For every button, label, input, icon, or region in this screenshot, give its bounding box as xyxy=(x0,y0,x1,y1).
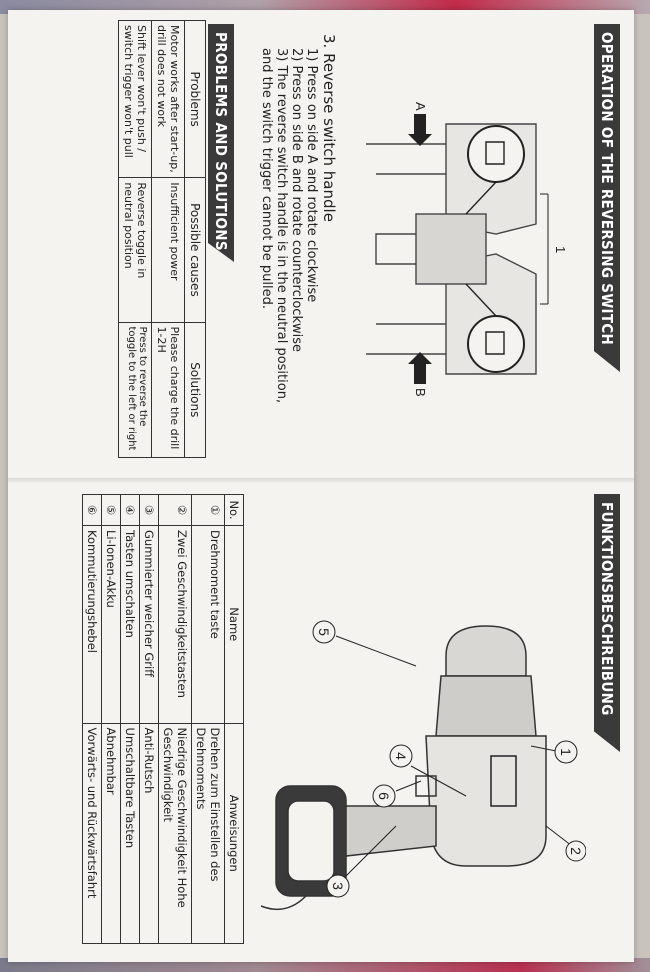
instruction-cell: Drehen zum Einstellen des Drehmoments xyxy=(191,723,225,944)
step-heading: 3. Reverse switch handle xyxy=(320,34,338,222)
name-cell: Gummierter weicher Griff xyxy=(139,525,159,724)
step-2: 2) Press on side B and rotate counterclo… xyxy=(289,48,304,352)
reversing-switch-panel: OPERATION OF THE REVERSING SWITCH A B 1 … xyxy=(12,14,626,472)
name-cell: Li-Ionen-Akku xyxy=(101,525,121,724)
arrow-a-icon xyxy=(408,114,432,146)
callout-2: 2 xyxy=(568,847,584,855)
label-one: 1 xyxy=(553,246,568,253)
table-row: ① Drehmoment taste Drehen zum Einstellen… xyxy=(191,494,225,944)
reversing-switch-title: OPERATION OF THE REVERSING SWITCH xyxy=(594,24,620,372)
table-row: Motor works after start-up, drill does n… xyxy=(151,20,185,458)
table-row: ④ Tasten umschalten Umschaltbare Tasten xyxy=(120,494,140,944)
label-b: B xyxy=(413,388,428,397)
step-1: 1) Press on side A and rotate clockwise xyxy=(304,48,319,303)
drill-diagram: 1 2 3 4 5 6 xyxy=(260,620,586,911)
callout-1: 1 xyxy=(558,748,574,756)
page-fold xyxy=(8,478,634,484)
funktionsbeschreibung-panel: FUNKTIONSBESCHREIBUNG 1 2 3 xyxy=(12,486,626,956)
causes-header: Possible causes xyxy=(184,177,206,323)
solution-cell: Please charge the drill 1-2H xyxy=(151,322,185,458)
number-cell: ⑤ xyxy=(101,494,121,526)
solution-cell: Press to reverse the toggle to the left … xyxy=(118,322,152,458)
table-row: ⑥ Kommutierungshebel Vorwärts- und Rückw… xyxy=(82,494,102,944)
callout-4: 4 xyxy=(393,752,409,760)
name-cell: Drehmoment taste xyxy=(191,525,225,724)
problems-header: Problems xyxy=(184,20,206,178)
table-row: ② Zwei Geschwindigkeitstasten Niedrige G… xyxy=(158,494,192,944)
reverse-switch-steps: 3. Reverse switch handle 1) Press on sid… xyxy=(259,34,338,454)
instruction-cell: Umschaltbare Tasten xyxy=(120,723,140,944)
instruction-cell: Niedrige Geschwindigkeit Hohe Geschwindi… xyxy=(158,723,192,944)
instruction-cell: Vorwärts- und Rückwärtsfahrt xyxy=(82,723,102,944)
callout-6: 6 xyxy=(376,792,392,800)
problems-solutions-title: PROBLEMS AND SOLUTIONS xyxy=(208,24,234,262)
callout-3: 3 xyxy=(330,882,346,890)
funktionsbeschreibung-title: FUNKTIONSBESCHREIBUNG xyxy=(594,494,620,752)
step-3-cont: and the switch trigger cannot be pulled. xyxy=(259,48,274,309)
step-3: 3) The reverse switch handle is in the n… xyxy=(274,48,289,404)
solutions-header: Solutions xyxy=(184,322,206,458)
callout-5: 5 xyxy=(316,628,332,636)
number-cell: ① xyxy=(191,494,225,526)
function-table: No. Name Anweisungen ① Drehmoment taste … xyxy=(82,494,244,944)
name-header: Name xyxy=(224,525,244,724)
instruction-cell: Abnehmbar xyxy=(101,723,121,944)
name-cell: Zwei Geschwindigkeitstasten xyxy=(158,525,192,724)
reverse-switch-illustration: A B 1 xyxy=(366,102,568,397)
name-cell: Tasten umschalten xyxy=(120,525,140,724)
number-cell: ② xyxy=(158,494,192,526)
arrow-b-icon xyxy=(408,352,432,384)
table-row: ⑤ Li-Ionen-Akku Abnehmbar xyxy=(101,494,121,944)
table-row: ③ Gummierter weicher Griff Anti-Rutsch xyxy=(139,494,159,944)
instructions-header: Anweisungen xyxy=(224,723,244,944)
table-row: Shift lever won't push / switch trigger … xyxy=(118,20,152,458)
name-cell: Kommutierungshebel xyxy=(82,525,102,724)
no-header: No. xyxy=(224,494,244,526)
number-cell: ③ xyxy=(139,494,159,526)
label-a: A xyxy=(413,102,428,111)
number-cell: ⑥ xyxy=(82,494,102,526)
cause-cell: Reverse toggle in neutral position xyxy=(118,177,152,323)
number-cell: ④ xyxy=(120,494,140,526)
instruction-cell: Anti-Rutsch xyxy=(139,723,159,944)
problems-table: Problems Possible causes Solutions Motor… xyxy=(118,20,206,458)
cause-cell: Insufficient power xyxy=(151,177,185,323)
problem-cell: Shift lever won't push / switch trigger … xyxy=(118,20,152,178)
problem-cell: Motor works after start-up, drill does n… xyxy=(151,20,185,178)
